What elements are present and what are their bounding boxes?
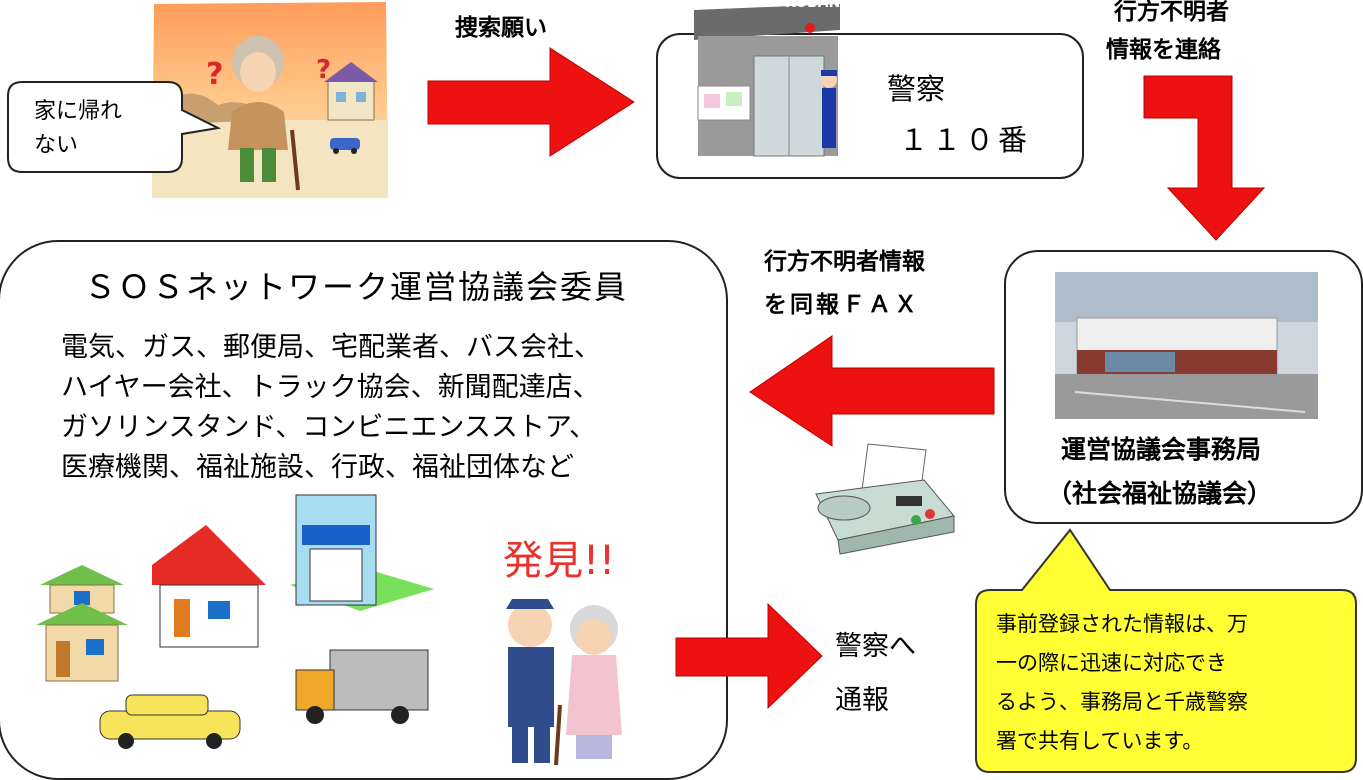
secretariat-building-photo (1055, 272, 1318, 419)
community-buildings-illustration (36, 494, 434, 749)
police-label: 警察 (887, 72, 946, 106)
note-line3: るよう、事務局と千歳警察 (996, 690, 1248, 714)
note-callout-shape (975, 528, 1357, 773)
secretariat-name: 運営協議会事務局 (1061, 435, 1262, 464)
speech-bubble-shape (7, 81, 222, 173)
note-line4: 署で共有しています。 (996, 729, 1204, 753)
network-members-line4: 医療機関、福祉施設、行政、福祉団体など (61, 452, 574, 483)
report-label-2: 通報 (835, 685, 889, 716)
arrow-search-label: 捜索願い (455, 15, 547, 41)
speech-bubble-line1: 家に帰れ (34, 99, 123, 124)
network-members-line3: ガソリンスタンド、コンビニエンスストア、 (61, 412, 597, 443)
arrow-contact-label-2: 情報を連絡 (1106, 37, 1221, 63)
speech-bubble-line2: ない (34, 133, 79, 158)
arrow-contact-label-1: 行方不明者 (1114, 0, 1229, 25)
network-title: ＳＯＳネットワーク運営協議会委員 (84, 268, 629, 306)
secretariat-org: （社会福祉協議会） (1047, 479, 1273, 508)
note-line2: 一の際に迅速に対応でき (996, 651, 1227, 675)
arrow-fax-broadcast (749, 335, 995, 447)
police-number-110: １１０番 (899, 123, 1032, 157)
found-label: 発見!! (503, 538, 616, 584)
svg-text:?: ? (316, 55, 331, 85)
koban-sign: KOBAN (785, 0, 841, 11)
officer-and-elder-illustration (506, 599, 622, 766)
network-members-line1: 電気、ガス、郵便局、宅配業者、バス会社、 (61, 332, 601, 363)
fax-machine-icon (815, 443, 955, 555)
arrow-report-police (675, 602, 823, 710)
network-members-line2: ハイヤー会社、トラック協会、新聞配達店、 (61, 372, 600, 403)
arrow-search-request (427, 47, 635, 157)
koban-illustration (694, 4, 840, 157)
svg-text:?: ? (206, 57, 223, 92)
arrow-fax-label-2: を同報ＦＡＸ (764, 292, 920, 318)
note-line1: 事前登録された情報は、万 (996, 612, 1248, 636)
report-label-1: 警察へ (835, 631, 916, 662)
arrow-missing-info-contact (1143, 75, 1266, 241)
lost-elderly-illustration: ? ? (152, 2, 388, 198)
arrow-fax-label-1: 行方不明者情報 (764, 249, 925, 275)
